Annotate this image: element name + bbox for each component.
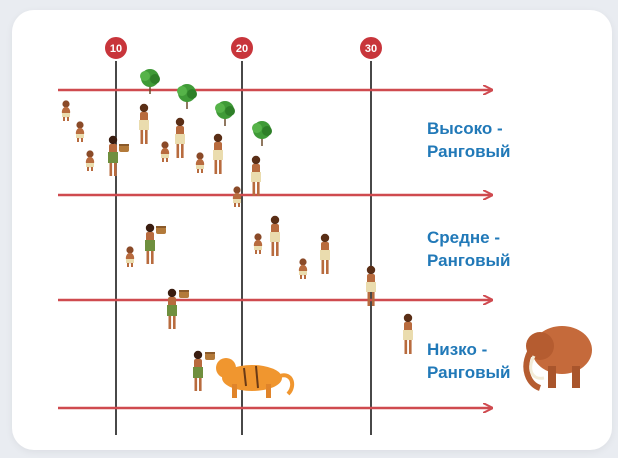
basket-icon	[119, 144, 129, 152]
person-icon	[139, 103, 149, 144]
high-rank-group	[61, 68, 273, 196]
person-icon	[193, 350, 203, 391]
person-icon	[320, 233, 330, 274]
person-icon	[232, 186, 242, 207]
person-icon	[160, 141, 170, 162]
person-icon	[175, 117, 185, 158]
marker-30: 30	[358, 35, 384, 61]
mid-rank-label: Средне - Ранговый	[427, 228, 511, 270]
mammoth-icon	[523, 326, 592, 391]
person-icon	[270, 215, 280, 256]
person-icon	[195, 152, 205, 173]
high-rank-label: Высоко - Ранговый	[427, 119, 511, 161]
person-icon	[403, 313, 413, 354]
person-icon	[298, 258, 308, 279]
tiger-icon	[216, 358, 295, 398]
person-icon	[75, 121, 85, 142]
person-icon	[85, 150, 95, 171]
marker-30-text: 30	[365, 43, 377, 55]
marker-10: 10	[103, 35, 129, 61]
palm-leaf-icon	[176, 83, 198, 110]
marker-20-text: 20	[236, 43, 248, 55]
basket-icon	[205, 352, 215, 360]
person-icon	[61, 100, 71, 121]
person-icon	[108, 135, 118, 176]
diagram-card	[12, 10, 612, 450]
palm-leaf-icon	[214, 100, 236, 127]
marker-10-text: 10	[110, 43, 122, 55]
person-icon	[145, 223, 155, 264]
mid-rank-group	[125, 186, 376, 306]
basket-icon	[179, 290, 189, 298]
person-icon	[213, 133, 223, 174]
person-icon	[253, 233, 263, 254]
basket-icon	[156, 226, 166, 234]
person-icon	[251, 155, 261, 196]
person-icon	[125, 246, 135, 267]
palm-leaf-icon	[251, 120, 273, 147]
person-icon	[167, 288, 177, 329]
low-rank-label: Низко - Ранговый	[427, 340, 511, 382]
marker-20: 20	[229, 35, 255, 61]
